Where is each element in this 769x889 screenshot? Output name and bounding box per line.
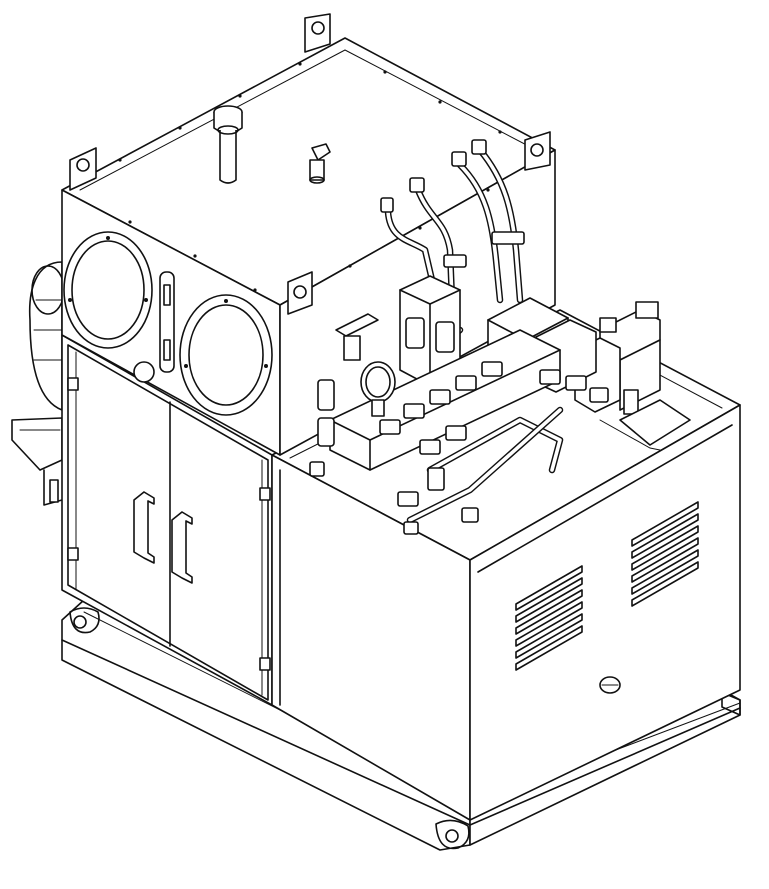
- vent-group-upper: [631, 501, 699, 607]
- lug-right: [524, 131, 551, 171]
- lug-top: [304, 13, 331, 53]
- base-skid: [61, 599, 741, 851]
- door-handle-left: [133, 491, 155, 564]
- lifting-lugs: [69, 13, 551, 315]
- filler-breather: [213, 105, 243, 184]
- pressure-gauge: [360, 361, 396, 417]
- door-handle-right: [171, 511, 193, 584]
- tank-bolts: [118, 62, 502, 292]
- valve-manifold: [309, 275, 691, 535]
- sight-window-right: [179, 294, 273, 416]
- electric-motor: [11, 261, 65, 506]
- sight-window-left: [63, 231, 153, 349]
- oil-tank: [61, 37, 556, 456]
- access-port: [599, 676, 621, 694]
- drain-plug: [133, 361, 155, 383]
- vent-group-lower: [515, 565, 583, 671]
- enclosure-left-face: [61, 334, 273, 706]
- level-gauge: [159, 271, 175, 373]
- top-fitting: [309, 143, 331, 184]
- enclosure-right-face: [469, 404, 741, 821]
- lug-left: [69, 147, 97, 191]
- lug-front: [287, 271, 313, 315]
